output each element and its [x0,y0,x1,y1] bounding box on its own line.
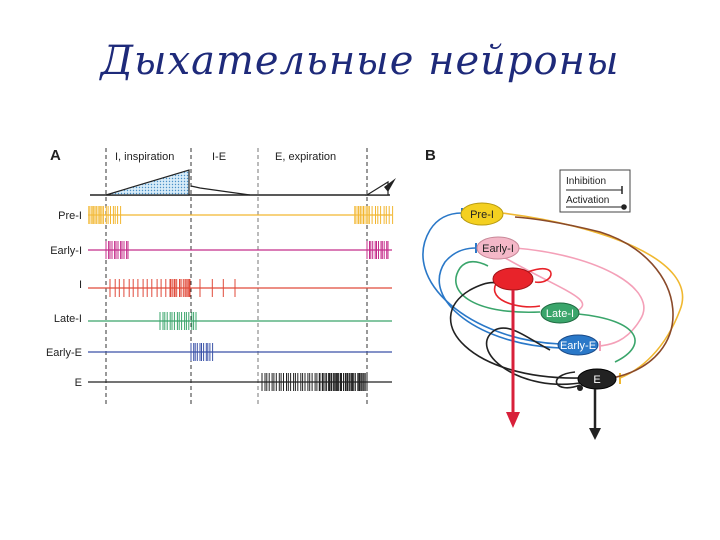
ramp-arrow-head [384,178,396,192]
connection-i-self [527,267,552,283]
legend-box [559,169,631,213]
connection-e-to-early-e [485,327,586,386]
inspiratory-ramp [105,169,190,196]
connection-early-i-to-late-i [499,254,584,313]
spike-trains [88,206,394,391]
e-output-arrow-head [589,428,601,440]
connection-late-i-to-e [577,313,636,363]
next-ramp [364,180,389,196]
node-e-label: E [593,374,600,386]
node-early-i [476,236,520,260]
panel-b: B Inhibition Activation [422,147,684,440]
panel-b-letter: B [425,147,436,164]
phase-label-ie: I-E [212,151,226,163]
legend-activation-label: Activation [566,195,609,206]
row-label-late-i: Late-I [54,313,82,325]
post-inspiratory-decay [190,185,251,196]
connection-early-e-to-early-i [438,247,561,349]
row-baselines [88,214,392,383]
connection-e-self [555,371,581,389]
node-late-i [540,302,580,324]
legend-activation-dot [621,204,627,210]
node-pre-i-label: Pre-I [470,209,494,221]
row-label-pre-i: Pre-I [58,210,82,222]
legend: Inhibition Activation [559,169,631,213]
row-label-early-e: Early-E [46,347,82,359]
slide-title: Дыхательные нейроны [100,38,620,84]
node-late-i-label: Late-I [546,308,574,320]
connection-pre-i-to-e [501,212,684,379]
connection-early-e-to-pre-i [422,212,561,345]
legend-inhibition-label: Inhibition [566,176,606,187]
phase-label-inspiration: I, inspiration [115,151,174,163]
node-e [577,368,617,390]
i-output-arrow-head [506,412,520,428]
panel-a: A I, inspiration I-E E, expiration Pre-I… [46,147,396,405]
network-nodes: Pre-I Early-I Late-I Early-E E [460,202,617,390]
activation-end [577,385,583,391]
node-pre-i [460,202,504,226]
activity-rows: Pre-I Early-I I Late-I Early-E E [46,210,82,389]
burst-highlight [354,206,370,224]
connection-early-i-to-early-e [514,247,645,347]
phase-label-expiration: E, expiration [275,151,336,163]
node-i [492,267,534,291]
row-label-e: E [75,377,82,389]
panel-a-letter: A [50,147,61,164]
node-early-e-label: Early-E [560,340,596,352]
row-label-early-i: Early-I [50,245,82,257]
node-early-e [557,334,599,356]
node-early-i-label: Early-I [482,243,514,255]
connection-e-to-pre-i [514,216,674,379]
network-connections [422,208,684,391]
connection-late-i-to-i [455,260,541,313]
row-label-i: I [79,279,82,291]
